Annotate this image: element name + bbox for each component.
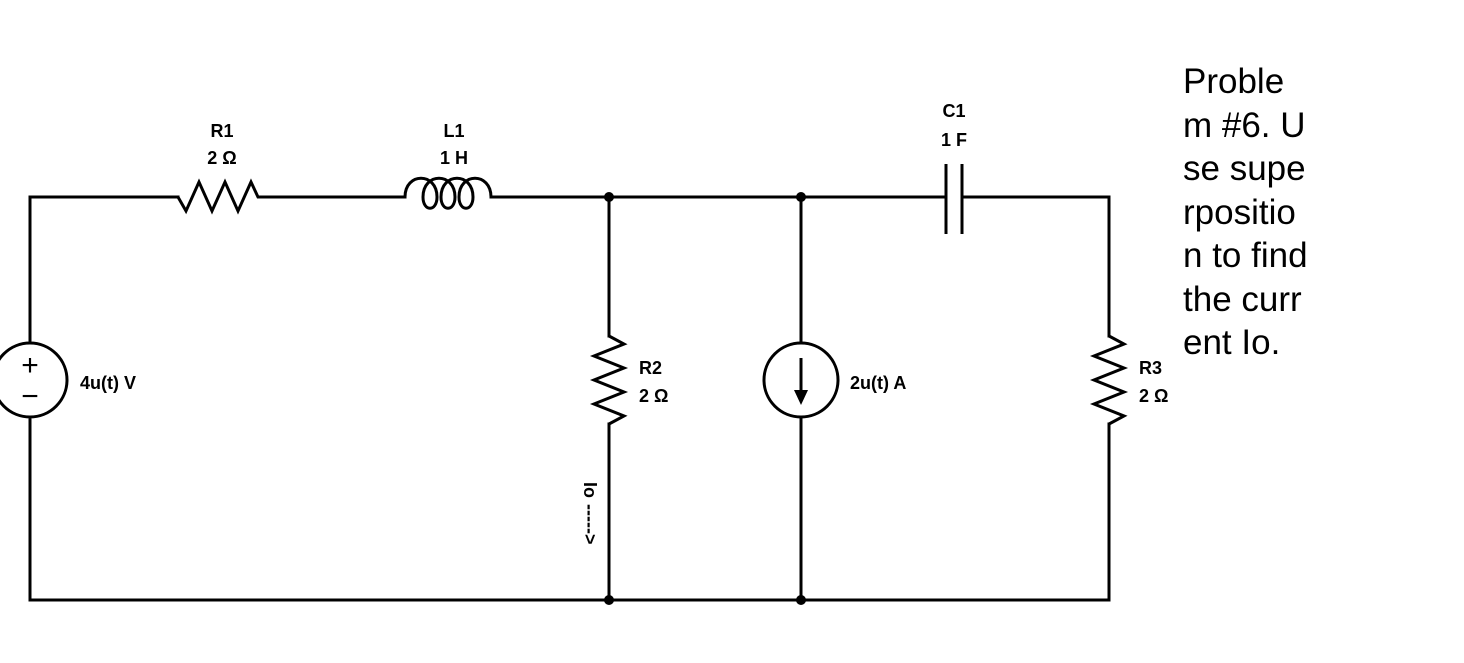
r2-value: 2 Ω	[639, 386, 668, 406]
wire-left-top	[28, 195, 180, 342]
inductor-l1	[403, 176, 498, 210]
io-label: Io	[580, 482, 600, 498]
io-arrow: ----->	[580, 504, 600, 544]
r1-value: 2 Ω	[207, 148, 236, 168]
voltage-source-plus: +	[21, 349, 39, 382]
problem-statement: Problem #6. Use superposition to find th…	[1183, 62, 1308, 362]
r2-name: R2	[639, 358, 662, 378]
resistor-r3	[1089, 334, 1129, 426]
resistor-r2	[589, 334, 629, 426]
junction-dot	[604, 595, 614, 605]
junction-dot	[796, 192, 806, 202]
current-source-circle	[762, 341, 840, 419]
junction-dot	[604, 192, 614, 202]
voltage-source-minus: −	[21, 380, 39, 413]
current-source	[762, 341, 840, 419]
c1-name: C1	[942, 101, 965, 121]
junction-dot	[796, 595, 806, 605]
l1-value: 1 H	[440, 148, 468, 168]
wire-r3-bottom	[28, 422, 1111, 602]
resistor-r1	[176, 178, 266, 215]
arrow-down-icon	[794, 390, 808, 405]
l1-name: L1	[443, 121, 464, 141]
voltage-source-circle	[0, 341, 69, 419]
wires	[28, 195, 1111, 602]
r3-name: R3	[1139, 358, 1162, 378]
r3-value: 2 Ω	[1139, 386, 1168, 406]
wire-c1-right	[960, 195, 1111, 338]
current-source-label: 2u(t) A	[850, 373, 906, 393]
io-measurement: Io ----->	[580, 482, 600, 544]
r1-name: R1	[210, 121, 233, 141]
junctions	[604, 192, 806, 605]
voltage-source: + −	[0, 341, 69, 419]
voltage-source-label: 4u(t) V	[80, 373, 136, 393]
c1-value: 1 F	[941, 130, 967, 150]
capacitor-c1	[944, 164, 964, 234]
